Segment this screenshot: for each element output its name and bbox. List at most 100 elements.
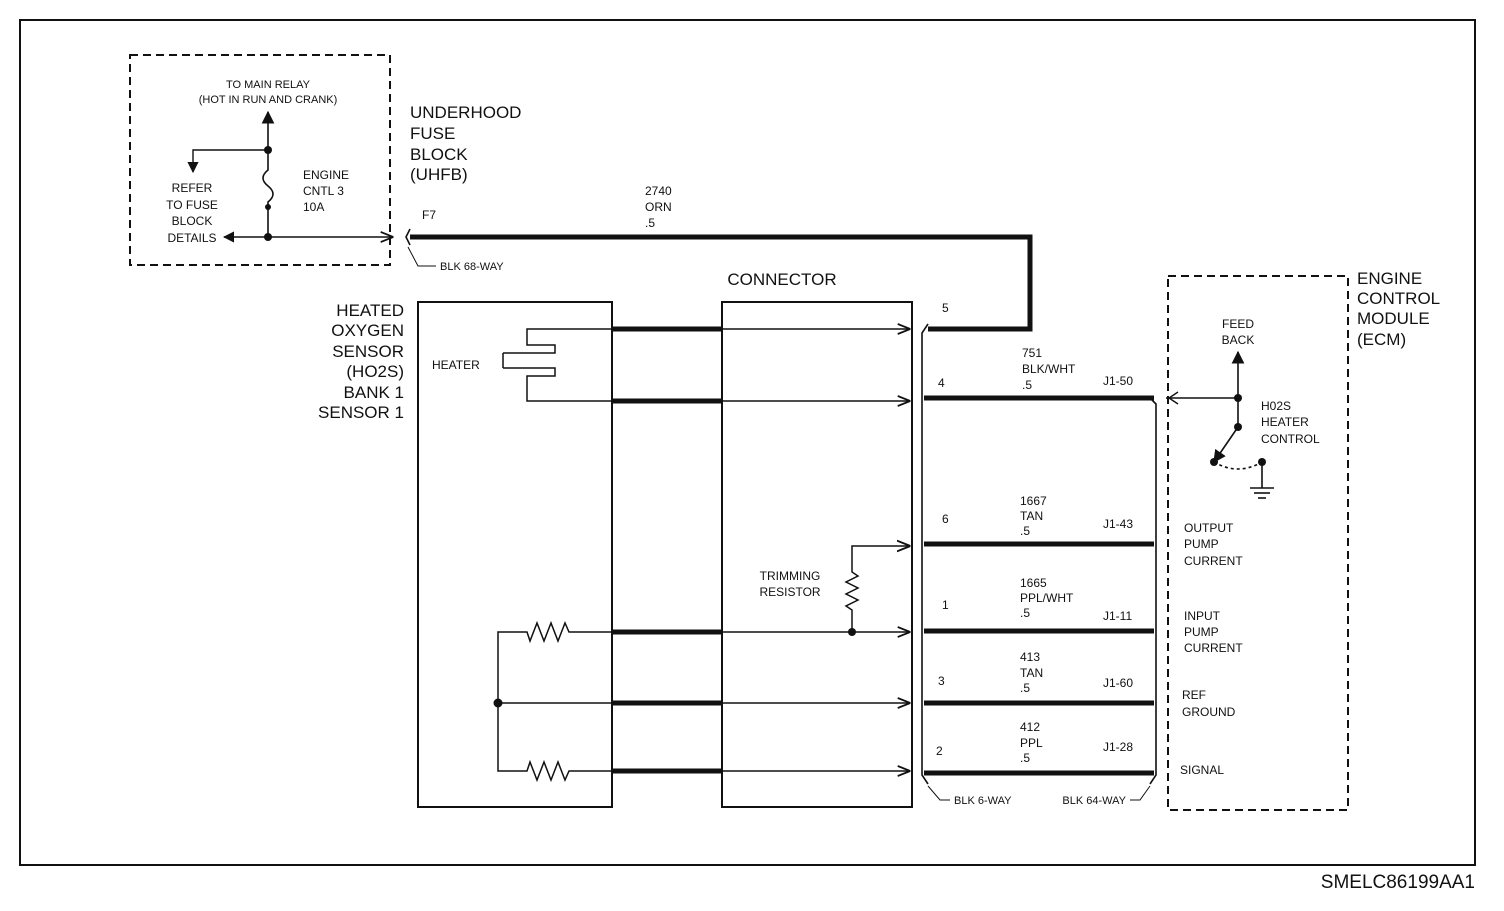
color-751: BLK/WHT [1022, 362, 1076, 376]
connector-64way-outline [1149, 397, 1157, 785]
sensor-title-4: (HO2S) [346, 362, 404, 381]
feed-color: ORN [645, 200, 672, 214]
color-1667: TAN [1020, 509, 1043, 523]
connector-title: CONNECTOR [727, 270, 836, 289]
switch-travel [1213, 461, 1263, 470]
conn-64way-label: BLK 64-WAY [1062, 795, 1126, 807]
heater-label: HEATER [432, 358, 480, 372]
output-pump-3: CURRENT [1184, 554, 1243, 568]
fuse-block-connector: BLK 68-WAY [440, 261, 504, 273]
ecm-title-4: (ECM) [1357, 330, 1406, 349]
switch-blade [1213, 426, 1239, 464]
pin-1: 1 [942, 598, 949, 612]
relay-label-1: TO MAIN RELAY [226, 79, 311, 91]
ecm-pin-j1-50: J1-50 [1103, 374, 1133, 388]
pin-6: 6 [942, 512, 949, 526]
gauge-1665: .5 [1020, 606, 1030, 620]
color-412: PPL [1020, 736, 1043, 750]
circuit-412: 412 [1020, 720, 1040, 734]
gauge-1667: .5 [1020, 524, 1030, 538]
feed-circuit: 2740 [645, 184, 672, 198]
ecm-title-2: CONTROL [1357, 289, 1440, 308]
leader [1130, 785, 1151, 801]
drawing-id: SMELC86199AA1 [1321, 872, 1475, 893]
refer-4: DETAILS [167, 231, 216, 245]
input-pump-1: INPUT [1184, 609, 1221, 623]
connector-6way-outline [921, 323, 929, 785]
trim-label-1: TRIMMING [760, 569, 821, 583]
ecm-box [1167, 275, 1349, 811]
wire-2740 [410, 234, 1033, 332]
fuse-rating: 10A [303, 200, 324, 214]
signal-label: SIGNAL [1180, 763, 1224, 777]
gauge-412: .5 [1020, 751, 1030, 765]
ecm-title-3: MODULE [1357, 309, 1430, 328]
trimming-resistor [844, 546, 909, 632]
gauge-751: .5 [1022, 378, 1032, 392]
conn-6way-label: BLK 6-WAY [954, 795, 1012, 807]
circuit-413: 413 [1020, 650, 1040, 664]
pin-3: 3 [938, 674, 945, 688]
trim-label-2: RESISTOR [759, 585, 820, 599]
heater-control-2: HEATER [1261, 415, 1309, 429]
refer-3: BLOCK [172, 214, 213, 228]
ecm-pin-j1-43: J1-43 [1103, 517, 1133, 531]
heater-element [502, 328, 612, 402]
sensor-harness [612, 326, 722, 774]
outer-frame [19, 19, 1476, 866]
fuse-block-title-3: BLOCK [410, 145, 468, 164]
fuse-name-1: ENGINE [303, 168, 349, 182]
input-pump-2: PUMP [1184, 625, 1219, 639]
feedback-2: BACK [1222, 333, 1255, 347]
refer-2: TO FUSE [166, 198, 218, 212]
leader [927, 785, 950, 801]
connector-pass-through [722, 329, 909, 771]
ref-ground-1: REF [1182, 688, 1206, 702]
fuse-block-title-2: FUSE [410, 124, 455, 143]
pin-2: 2 [936, 744, 943, 758]
heater-control-1: H02S [1261, 399, 1291, 413]
sensor-title-1: HEATED [336, 301, 404, 320]
heater-control-3: CONTROL [1261, 432, 1320, 446]
sensor-title-5: BANK 1 [344, 383, 404, 402]
gauge-413: .5 [1020, 681, 1030, 695]
circuit-751: 751 [1022, 346, 1042, 360]
fuse-block-terminal [405, 228, 411, 246]
feed-gauge: .5 [645, 216, 655, 230]
fuse-block-box [129, 54, 391, 266]
circuit-1667: 1667 [1020, 494, 1047, 508]
connector-box [721, 301, 913, 808]
cell-resistors [497, 620, 612, 783]
refer-1: REFER [172, 181, 213, 195]
pin-5: 5 [942, 301, 949, 315]
ecm-pin-j1-60: J1-60 [1103, 676, 1133, 690]
sensor-title-3: SENSOR [332, 342, 404, 361]
color-413: TAN [1020, 666, 1043, 680]
output-pump-2: PUMP [1184, 537, 1219, 551]
circuit-1665: 1665 [1020, 576, 1047, 590]
ground-icon [1250, 487, 1274, 499]
refer-arrow-up [187, 149, 268, 174]
sensor-title-6: SENSOR 1 [318, 403, 404, 422]
wire-labels: 5 4 751 BLK/WHT .5 J1-50 6 1667 TAN .5 J… [936, 301, 1133, 765]
input-pump-3: CURRENT [1184, 641, 1243, 655]
ecm-harness [924, 395, 1154, 776]
ecm-pin-j1-11: J1-11 [1103, 609, 1132, 623]
ecm-title-1: ENGINE [1357, 269, 1422, 288]
feedback-1: FEED [1222, 317, 1254, 331]
fuse-name-2: CNTL 3 [303, 184, 344, 198]
fuse-block-title-4: (UHFB) [410, 165, 468, 184]
sensor-title-2: OXYGEN [331, 321, 404, 340]
fuse-symbol [262, 154, 274, 236]
pin-4: 4 [938, 376, 945, 390]
fuse-terminal [265, 204, 271, 210]
fuse-block-title-1: UNDERHOOD [410, 103, 521, 122]
fuse-cavity: F7 [422, 208, 436, 222]
splice-dot [493, 698, 503, 708]
color-1665: PPL/WHT [1020, 591, 1074, 605]
output-pump-1: OUTPUT [1184, 521, 1234, 535]
sensor-box [417, 301, 613, 808]
ref-ground-2: GROUND [1182, 705, 1236, 719]
